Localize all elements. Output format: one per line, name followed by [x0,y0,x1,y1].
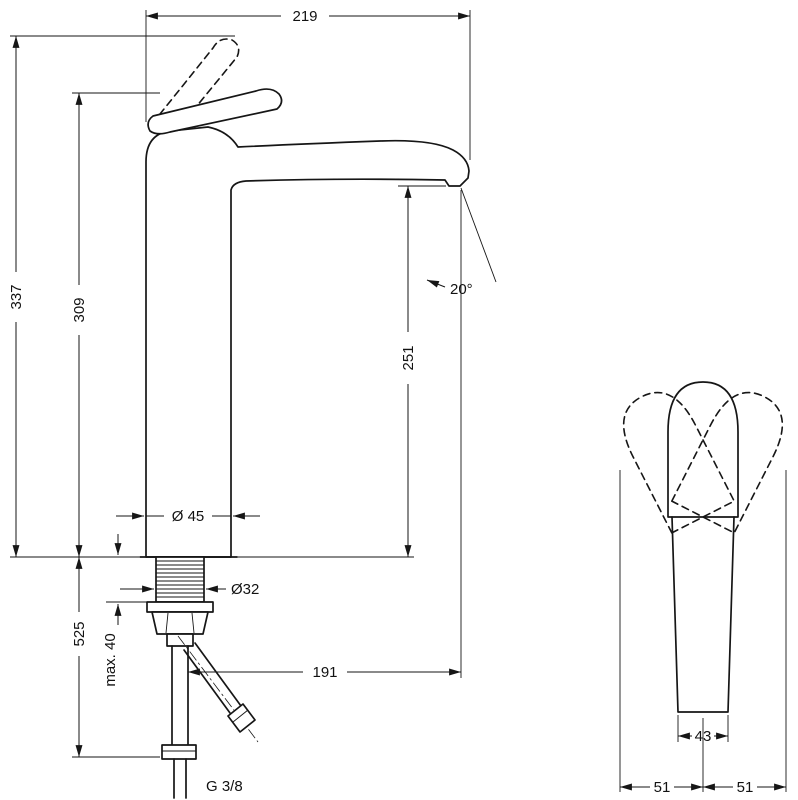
dim-label-connection: G 3/8 [206,778,243,795]
dim-label-base-diameter: Ø 45 [172,508,205,525]
dimensions-front: 219 337 309 251 525 max. [8,8,497,795]
dimension-below-deck: 525 [71,557,88,757]
dimension-base-diameter: Ø 45 [116,508,260,525]
angle-direction-line [460,187,497,283]
front-view [139,38,470,799]
dim-label-deck-max: max. 40 [102,633,119,686]
mounting-nut [151,611,209,635]
side-view [622,381,784,713]
dim-label-handle-height: 309 [71,297,88,322]
dim-label-spout-angle: 20° [450,281,473,298]
dim-label-body-width: 43 [695,728,712,745]
angle-arrow [426,279,446,288]
dimension-handle-height: 309 [71,93,88,557]
hose-stub [166,633,194,647]
dimensions-side: 43 51 51 [619,470,787,796]
dimension-shank-diameter: Ø32 [120,581,259,598]
handle-lever [147,88,283,135]
dim-label-below-deck: 525 [71,621,88,646]
dimension-spout-height: 251 [400,186,417,557]
diagonal-fitting-seam [232,709,249,723]
dimension-body-width: 43 [678,728,728,745]
dim-label-total-width: 219 [292,8,317,25]
threaded-shank [155,556,205,603]
faucet-body-outline [145,126,470,558]
mounting-hardware [146,556,214,647]
dim-label-spout-reach: 191 [312,664,337,681]
diagonal-hose-fitting [227,703,256,733]
supply-hoses [161,635,259,799]
dimension-total-height: 337 [8,36,25,557]
dimension-swing-right: 51 [703,779,786,796]
side-handle-swing-right-dashed [671,391,784,534]
handle-lever-raised-dashed [151,38,240,130]
extension-lines [10,10,471,758]
side-body [671,516,735,713]
nut-facets [165,612,195,634]
dimension-spout-reach: 191 [188,664,461,681]
washer [146,601,214,613]
dim-label-shank-diameter: Ø32 [231,581,259,598]
side-handle [667,381,739,518]
dim-label-total-height: 337 [8,284,25,309]
dim-label-swing-right: 51 [737,779,754,796]
hose-fitting [161,744,197,760]
thread-hatch [156,560,204,598]
dimension-total-width: 219 [146,8,470,25]
diagonal-hose-edge-a [183,649,231,714]
dim-label-spout-height: 251 [400,345,417,370]
dimension-deck-max: max. 40 [102,534,122,687]
dimension-swing-left: 51 [620,779,703,796]
diagonal-hose-centerline [177,635,259,743]
dimension-spout-angle: 20° [426,187,497,298]
side-handle-swing-left-dashed [622,391,735,534]
dim-label-swing-left: 51 [654,779,671,796]
diagonal-hose-edge-b [194,642,242,707]
